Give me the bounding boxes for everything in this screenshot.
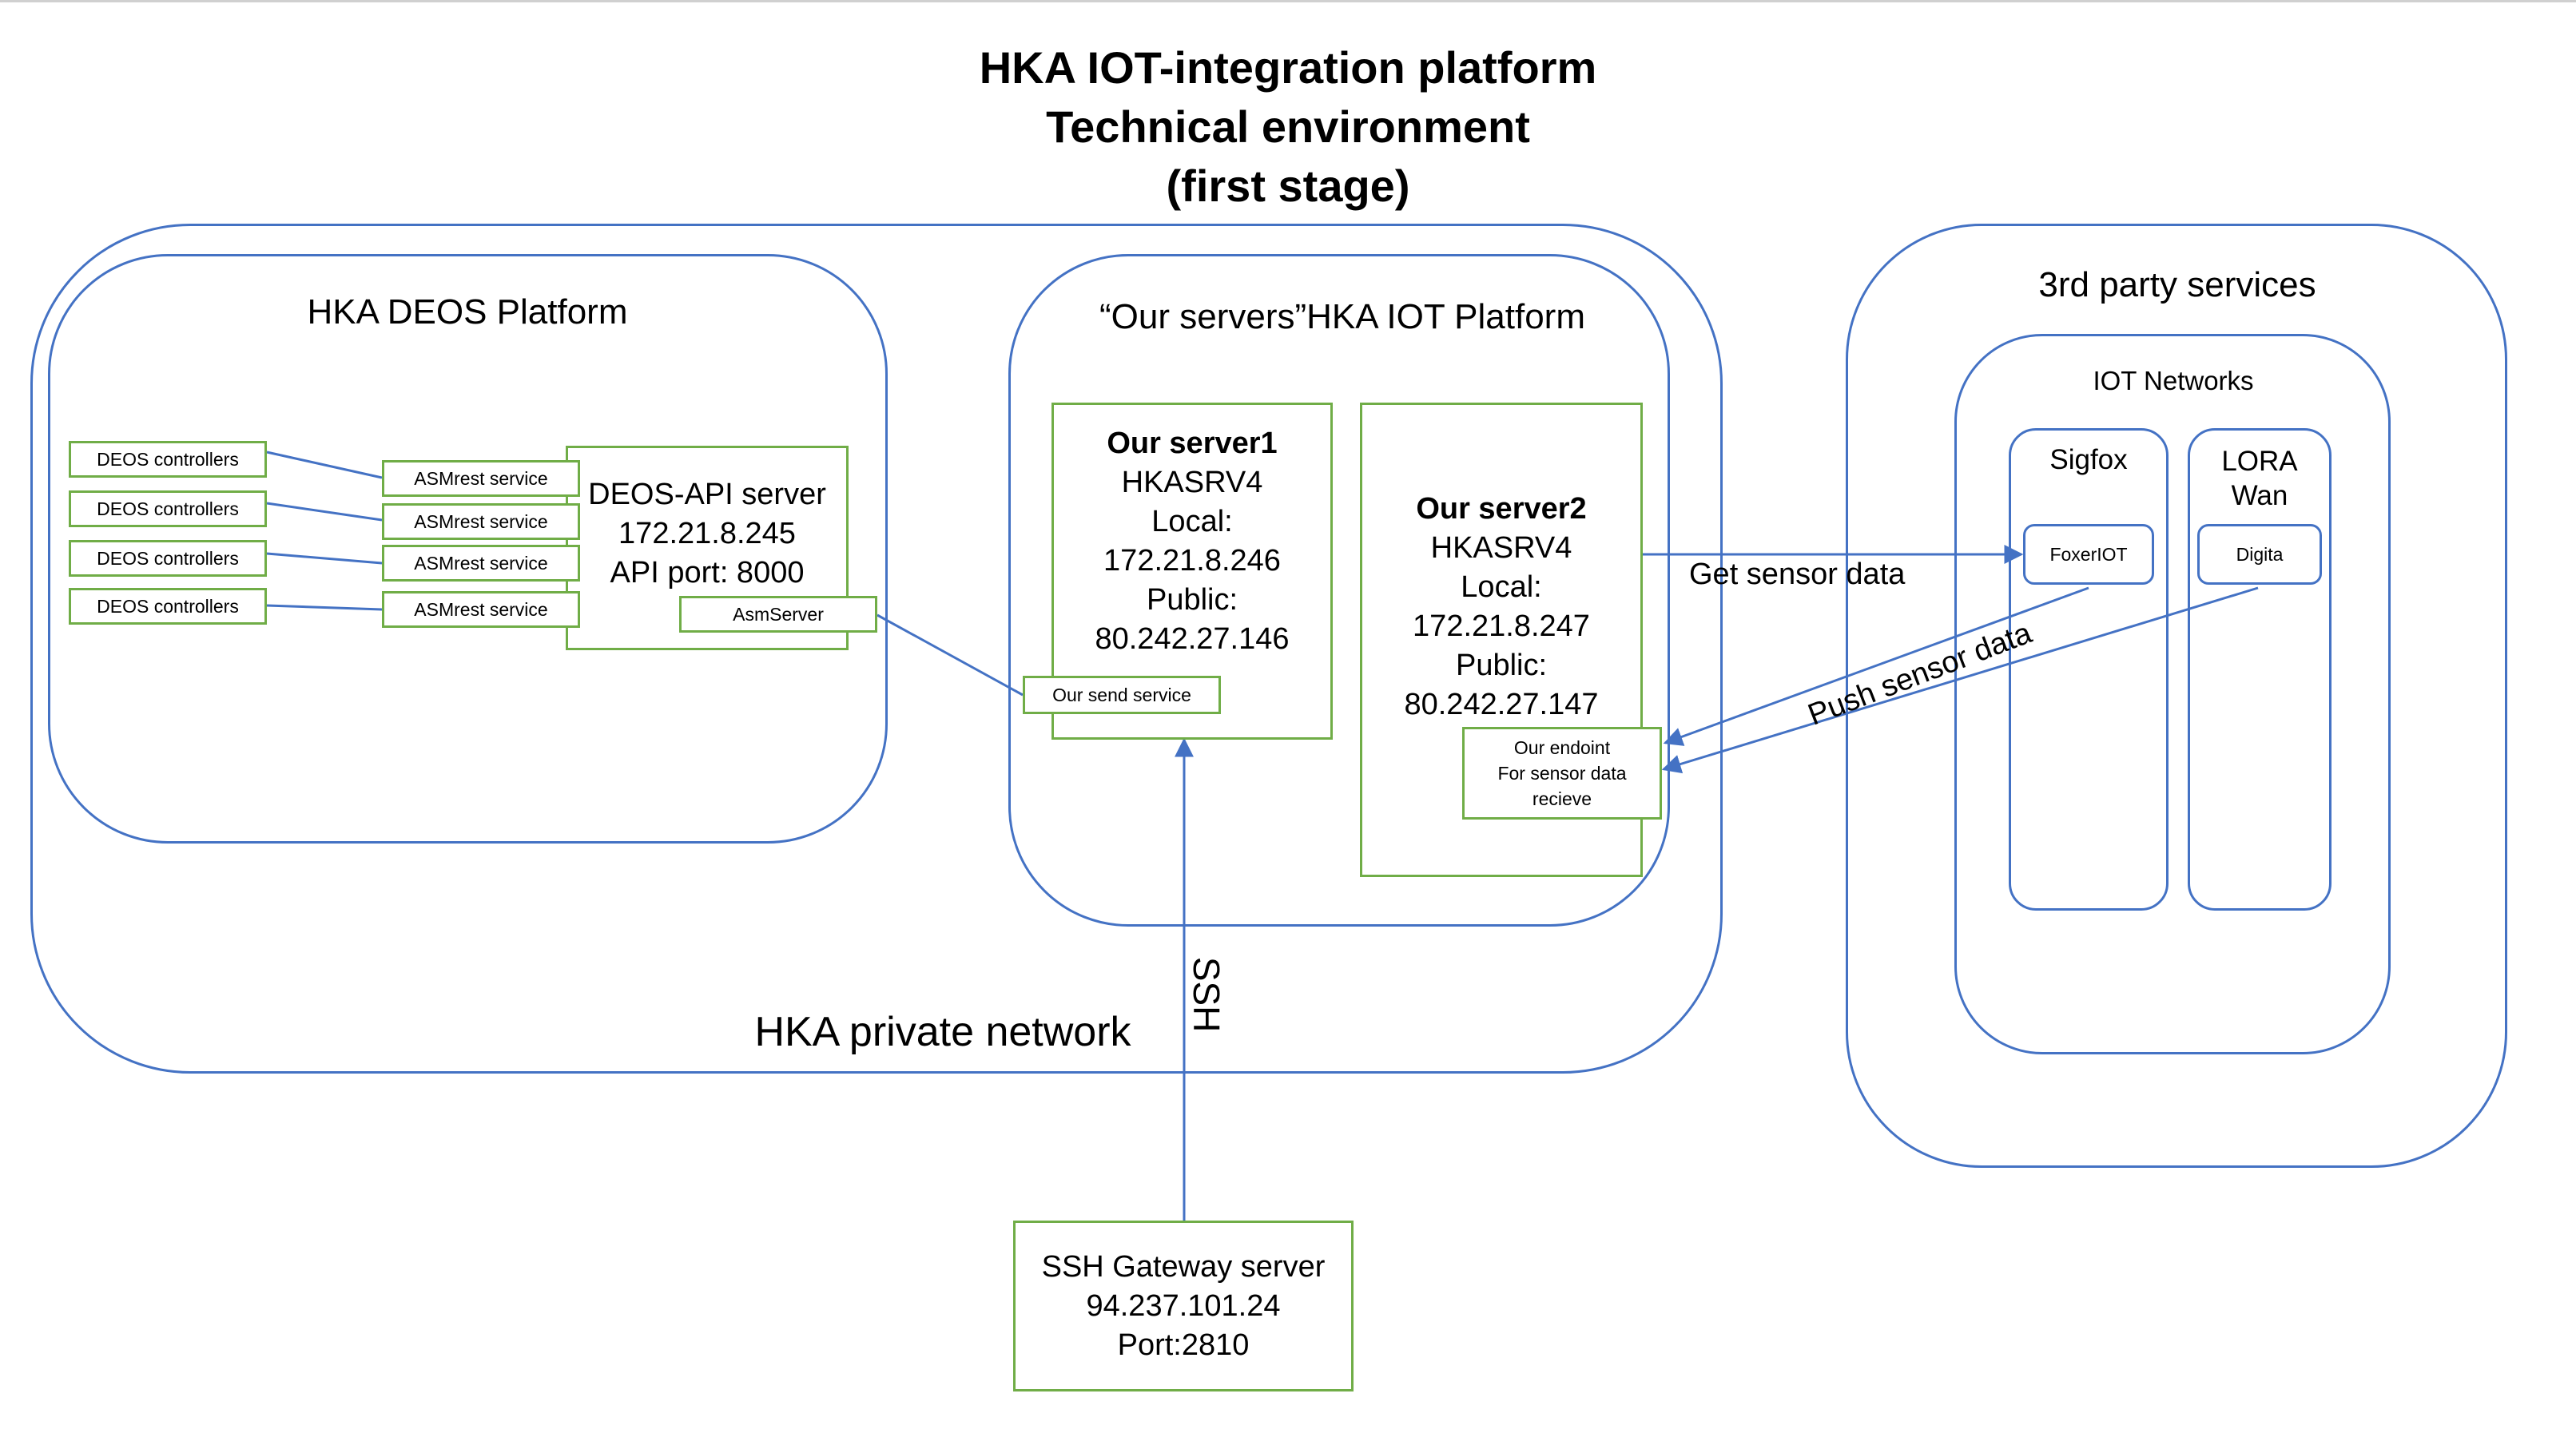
foxeriot-label: FoxerIOT [2049,543,2128,565]
iot-networks-label: IOT Networks [2093,366,2254,395]
asmrest-service-label: ASMrest service [414,552,548,574]
iot-platform-label: “Our servers”HKA IOT Platform [1099,297,1585,336]
hka-deos-platform-container [48,254,888,844]
lora-label-line-1: LORA [2221,446,2298,477]
our-server2-line: 80.242.27.147 [1404,688,1599,721]
our-server1-line: 172.21.8.246 [1103,544,1281,578]
our-send-service: Our send service [1023,676,1221,714]
deos-controller: DEOS controllers [69,588,267,625]
sigfox-label: Sigfox [2049,444,2128,475]
ssh-gateway-port: Port:2810 [1117,1328,1250,1362]
edge-asmserver-send-service [877,613,1024,697]
our-server1-line: 80.242.27.146 [1095,622,1290,656]
private-network-label: HKA private network [754,1009,1131,1055]
our-server2-line: Public: [1455,649,1548,682]
edge-push-sensor-data-lora [1661,586,2259,774]
our-server2-name: Our server2 [1416,492,1587,526]
asm-server: AsmServer [679,596,877,633]
our-endpoint-line: recieve [1532,788,1592,809]
edge-controller-4 [266,604,383,611]
our-server2-line: 172.21.8.247 [1413,609,1590,643]
top-border-line [0,0,2576,2]
asmrest-service: ASMrest service [382,503,580,540]
asmrest-service-label: ASMrest service [414,467,548,489]
deos-controller: DEOS controllers [69,490,267,527]
our-endpoint-line: Our endoint [1513,737,1611,758]
deos-controller-label: DEOS controllers [97,547,239,569]
third-party-services-container [1846,224,2507,1168]
our-server2-line: Local: [1461,570,1542,604]
hka-iot-platform-container [1008,254,1670,927]
ssh-gateway-name: SSH Gateway server [1041,1249,1326,1284]
hka-private-network-container [30,224,1723,1074]
iot-networks-container [1954,334,2391,1054]
our-endpoint: Our endoint For sensor data recieve [1462,727,1662,820]
ssh-label: SSH [1186,956,1227,1033]
deos-platform-label: HKA DEOS Platform [307,292,628,331]
edge-push-sensor-data-sigfox [1663,586,2089,746]
our-send-service-label: Our send service [1052,684,1191,705]
foxeriot-service: FoxerIOT [2023,524,2154,585]
ssh-gateway-ip: 94.237.101.24 [1086,1288,1281,1323]
deos-controller-label: DEOS controllers [97,498,239,519]
asmrest-service: ASMrest service [382,591,580,628]
our-server2-line: HKASRV4 [1430,531,1572,565]
third-party-label: 3rd party services [2038,265,2316,304]
our-server1-line: Local: [1151,505,1233,538]
digita-service: Digita [2197,524,2322,585]
asmrest-service-label: ASMrest service [414,598,548,620]
edge-controller-1 [266,451,383,479]
deos-api-server-ip: 172.21.8.245 [618,517,796,550]
diagram-title-line-1: HKA IOT-integration platform [979,42,1597,93]
edge-controller-3 [266,552,383,565]
our-server1-name: Our server1 [1107,427,1278,460]
deos-controller-label: DEOS controllers [97,595,239,617]
diagram-title-line-2: Technical environment [1046,101,1530,152]
sigfox-container [2009,428,2169,911]
asm-server-label: AsmServer [733,603,824,625]
our-server1-line: HKASRV4 [1121,466,1263,499]
digita-label: Digita [2236,543,2284,565]
deos-controller: DEOS controllers [69,540,267,577]
deos-controller: DEOS controllers [69,441,267,478]
our-server1-line: Public: [1146,583,1238,617]
lora-label-line-2: Wan [2231,480,2288,511]
deos-api-server-port: API port: 8000 [610,556,805,590]
edge-controller-2 [266,502,383,522]
diagram-title-line-3: (first stage) [1166,161,1410,211]
deos-api-server-name: DEOS-API server [588,478,826,511]
get-sensor-data-label: Get sensor data [1689,558,1906,591]
asmrest-service: ASMrest service [382,460,580,497]
deos-controller-label: DEOS controllers [97,448,239,470]
ssh-gateway-server: SSH Gateway server 94.237.101.24 Port:28… [1013,1221,1354,1391]
asmrest-service: ASMrest service [382,545,580,582]
lora-wan-container [2188,428,2332,911]
our-endpoint-line: For sensor data [1497,763,1627,784]
asmrest-service-label: ASMrest service [414,510,548,532]
